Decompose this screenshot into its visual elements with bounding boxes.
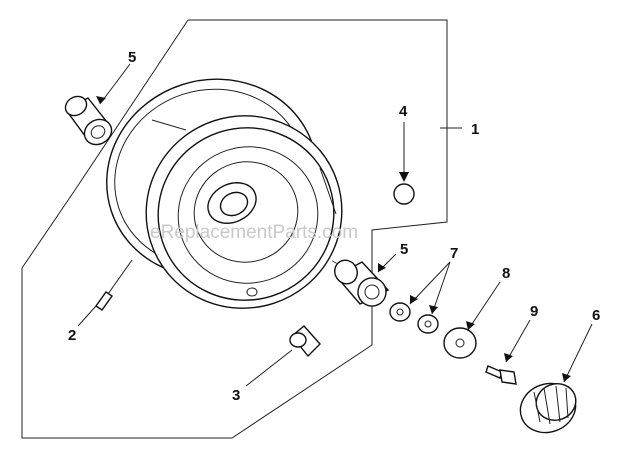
callout-6: 6	[592, 307, 600, 324]
callout-8: 8	[502, 265, 510, 282]
callout-3: 3	[232, 387, 240, 404]
cap-4	[393, 183, 415, 205]
wheel-hub	[207, 182, 257, 224]
callout-1: 1	[471, 121, 479, 138]
bearing-5-left	[64, 95, 113, 146]
wheel-weight-3	[246, 287, 321, 358]
bolt-9	[485, 365, 517, 385]
callout-4: 4	[399, 103, 408, 120]
hub-cap-6	[519, 382, 577, 434]
washers-7	[389, 302, 439, 334]
leader-3	[245, 349, 293, 387]
washer-8	[443, 327, 477, 359]
leader-6	[563, 323, 593, 383]
watermark: eReplacementParts.com	[150, 222, 358, 243]
callout-5-right: 5	[400, 241, 408, 258]
leader-8	[467, 281, 501, 331]
leader-5a	[99, 63, 131, 105]
leader-7a	[409, 261, 451, 305]
callout-7: 7	[450, 245, 458, 262]
assembly-outline	[21, 19, 448, 439]
leader-7b	[431, 261, 451, 315]
callout-5-left: 5	[128, 49, 136, 66]
callout-2: 2	[68, 327, 76, 344]
callout-9: 9	[530, 303, 538, 320]
arrowheads	[96, 96, 571, 382]
valve-stem-2	[95, 259, 133, 311]
bearing-5-right	[334, 259, 390, 307]
leader-2	[77, 305, 97, 327]
